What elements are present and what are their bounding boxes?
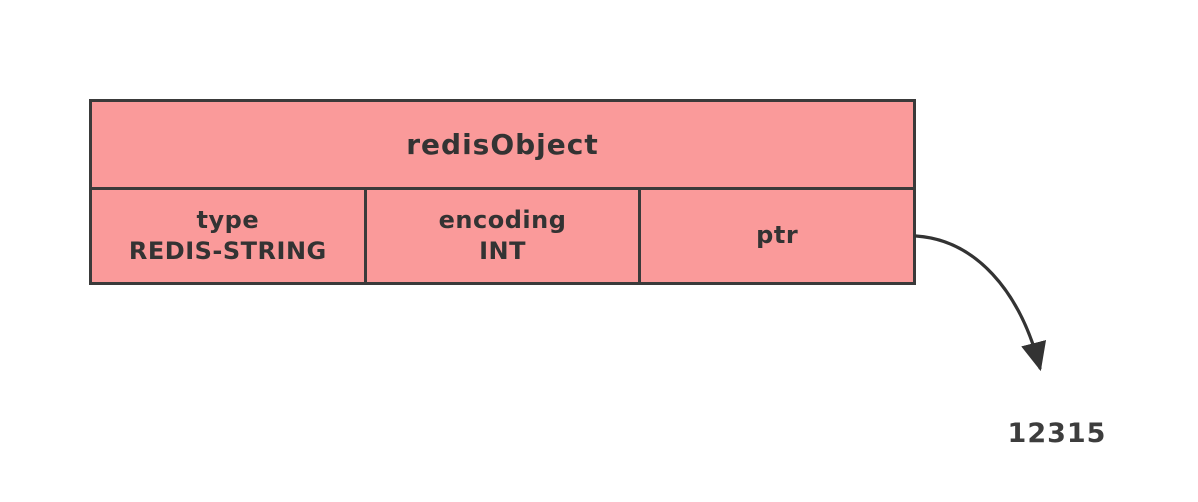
cell-ptr: ptr <box>638 190 913 282</box>
cell-type-label: type <box>196 205 260 234</box>
redis-object-title: redisObject <box>92 102 913 190</box>
pointer-arrow-curve <box>914 234 1047 372</box>
cell-encoding-value: INT <box>479 237 526 265</box>
redis-object-fields-row: type REDIS-STRING encoding INT ptr <box>92 190 913 282</box>
cell-type: type REDIS-STRING <box>92 190 364 282</box>
cell-ptr-label: ptr <box>756 221 799 250</box>
cell-encoding: encoding INT <box>363 190 639 282</box>
redis-object-box: redisObject type REDIS-STRING encoding I… <box>89 99 916 285</box>
cell-encoding-label: encoding <box>438 205 567 234</box>
cell-type-value: REDIS-STRING <box>128 237 327 265</box>
pointer-target-value: 12315 <box>1007 418 1107 449</box>
